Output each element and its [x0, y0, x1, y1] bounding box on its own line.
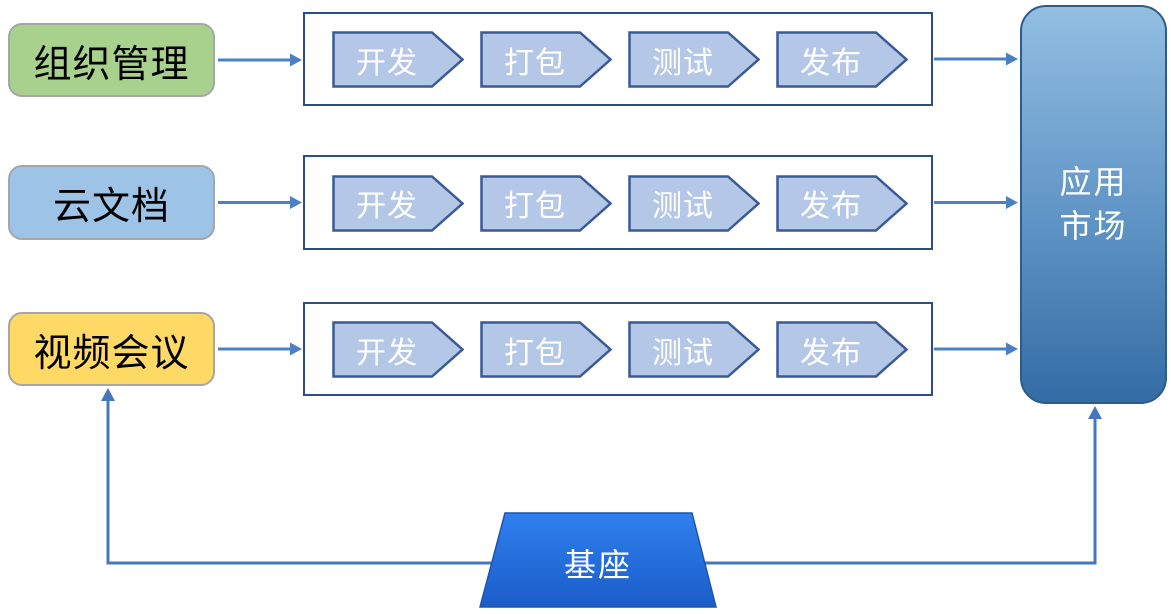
stage-develop: 开发: [332, 31, 464, 88]
arrow-pipeline1-to-market: [934, 52, 1018, 66]
pipeline-box-2: 开发 打包 测试 发布: [303, 155, 933, 250]
pipeline-box-1: 开发 打包 测试 发布: [303, 12, 933, 106]
arrow-org-to-pipeline: [218, 53, 302, 67]
source-box-org-management: 组织管理: [8, 23, 215, 97]
source-box-cloud-docs: 云文档: [8, 165, 215, 240]
stage-release: 发布: [776, 174, 908, 232]
stage-label: 测试: [652, 336, 714, 370]
stage-label: 测试: [652, 190, 714, 223]
chevron-arrow-shape: [332, 31, 464, 88]
pipeline-box-3: 开发 打包 测试 发布: [303, 302, 933, 396]
chevron-arrow-shape: [628, 174, 760, 232]
stage-test: 测试: [628, 321, 760, 378]
stage-package: 打包: [480, 174, 612, 232]
stage-release: 发布: [776, 31, 908, 88]
chevron-arrow-shape: [332, 321, 464, 378]
stage-test: 测试: [628, 31, 760, 88]
chevron-arrow-shape: [776, 174, 908, 232]
stage-develop: 开发: [332, 174, 464, 232]
chevron-arrow-shape: [776, 31, 908, 88]
stage-package: 打包: [480, 321, 612, 378]
chevron-arrow-shape: [628, 321, 760, 378]
base-label: 基座: [563, 547, 632, 583]
arrow-docs-to-pipeline: [218, 196, 302, 209]
arrow-pipeline2-to-market: [934, 196, 1018, 209]
chevron-arrow-shape: [480, 321, 612, 378]
stage-label: 发布: [800, 46, 862, 80]
base-trapezoid-shape: [479, 512, 717, 608]
chevron-arrow-shape: [332, 174, 464, 232]
stage-test: 测试: [628, 174, 760, 232]
source-label: 云文档: [52, 186, 170, 228]
source-label: 视频会议: [33, 332, 190, 375]
stage-label: 开发: [356, 336, 418, 370]
stage-package: 打包: [480, 31, 612, 88]
stage-release: 发布: [776, 321, 908, 378]
stage-develop: 开发: [332, 321, 464, 378]
stage-label: 发布: [800, 336, 862, 370]
stage-label: 开发: [356, 190, 418, 223]
arrow-pipeline3-to-market: [934, 342, 1018, 356]
stage-label: 开发: [356, 46, 418, 80]
source-label: 组织管理: [33, 43, 190, 86]
stage-label: 打包: [504, 46, 566, 80]
app-market-box: 应用 市场: [1020, 5, 1167, 404]
chevron-arrow-shape: [776, 321, 908, 378]
stage-label: 打包: [504, 336, 566, 370]
source-box-video-meeting: 视频会议: [8, 312, 215, 386]
app-market-label-line2: 市场: [1059, 207, 1128, 244]
arrow-meeting-to-pipeline: [218, 342, 302, 356]
stage-label: 发布: [800, 190, 862, 223]
chevron-arrow-shape: [628, 31, 760, 88]
app-market-label-line1: 应用: [1059, 164, 1128, 201]
stage-label: 打包: [504, 190, 566, 223]
chevron-arrow-shape: [480, 174, 612, 232]
chevron-arrow-shape: [480, 31, 612, 88]
stage-label: 测试: [652, 46, 714, 80]
